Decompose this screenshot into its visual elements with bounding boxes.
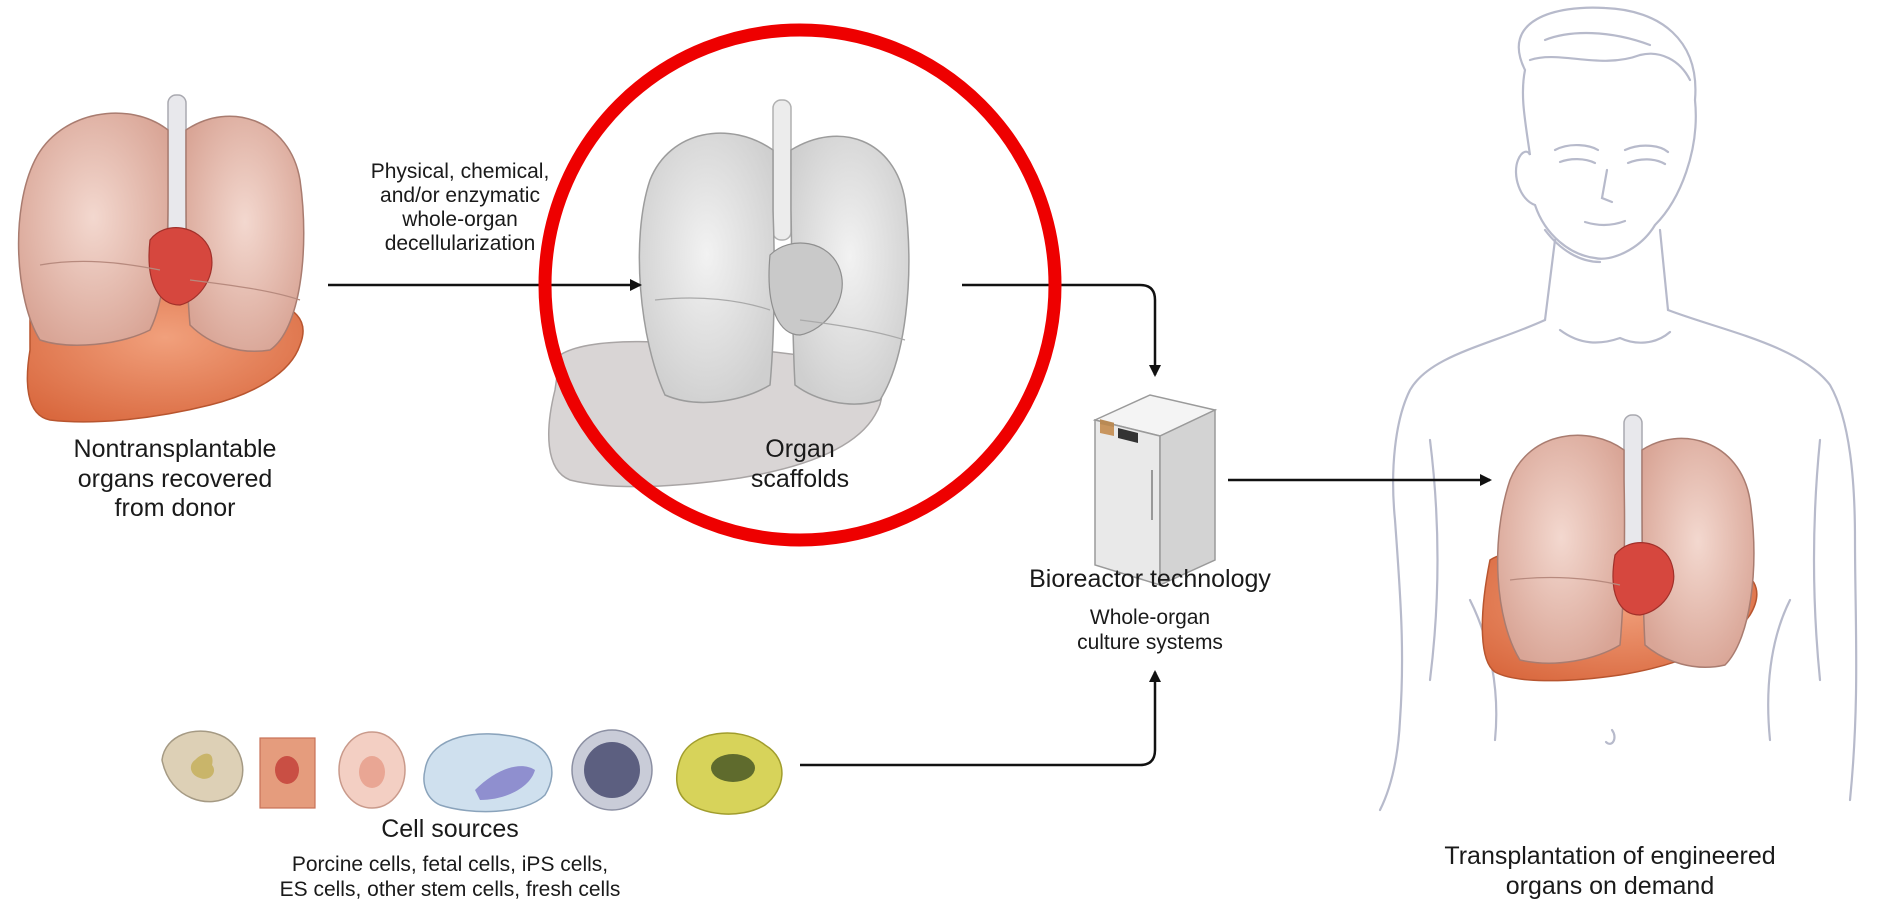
flow-arrows — [328, 285, 1490, 765]
donor-label: Nontransplantable organs recovered from … — [20, 435, 330, 524]
process-label-line-3: whole-organ — [330, 208, 590, 232]
bioreactor-subtitle: Whole-organ culture systems — [1040, 605, 1260, 655]
transplant-label: Transplantation of engineered organs on … — [1395, 842, 1825, 901]
donor-organs-icon — [19, 95, 304, 422]
scaffold-label-line-1: Organ — [700, 435, 900, 465]
bioreactor-title: Bioreactor technology — [990, 565, 1310, 595]
donor-label-line-3: from donor — [20, 494, 330, 524]
transplant-label-line-2: organs on demand — [1395, 872, 1825, 902]
cell-types-icon — [162, 730, 782, 814]
engineered-organs-icon — [1482, 415, 1756, 681]
scaffold-label-line-2: scaffolds — [700, 465, 900, 495]
arrow-cells-to-bioreactor — [800, 672, 1155, 765]
process-label: Physical, chemical, and/or enzymatic who… — [330, 160, 590, 256]
bioreactor-subtitle-line-1: Whole-organ — [1040, 605, 1260, 630]
transplant-label-line-1: Transplantation of engineered — [1395, 842, 1825, 872]
cells-subtitle-line-2: ES cells, other stem cells, fresh cells — [200, 877, 700, 902]
cells-subtitle: Porcine cells, fetal cells, iPS cells, E… — [200, 852, 700, 902]
process-label-line-1: Physical, chemical, — [330, 160, 590, 184]
scaffold-label: Organ scaffolds — [700, 435, 900, 494]
human-figure-icon — [1380, 8, 1856, 810]
bioreactor-icon — [1095, 395, 1215, 585]
scaffold-organs-icon — [549, 100, 909, 487]
cells-title: Cell sources — [320, 815, 580, 845]
process-label-line-2: and/or enzymatic — [330, 184, 590, 208]
bioreactor-subtitle-line-2: culture systems — [1040, 630, 1260, 655]
cells-subtitle-line-1: Porcine cells, fetal cells, iPS cells, — [200, 852, 700, 877]
donor-label-line-2: organs recovered — [20, 465, 330, 495]
process-label-line-4: decellularization — [330, 232, 590, 256]
donor-label-line-1: Nontransplantable — [20, 435, 330, 465]
